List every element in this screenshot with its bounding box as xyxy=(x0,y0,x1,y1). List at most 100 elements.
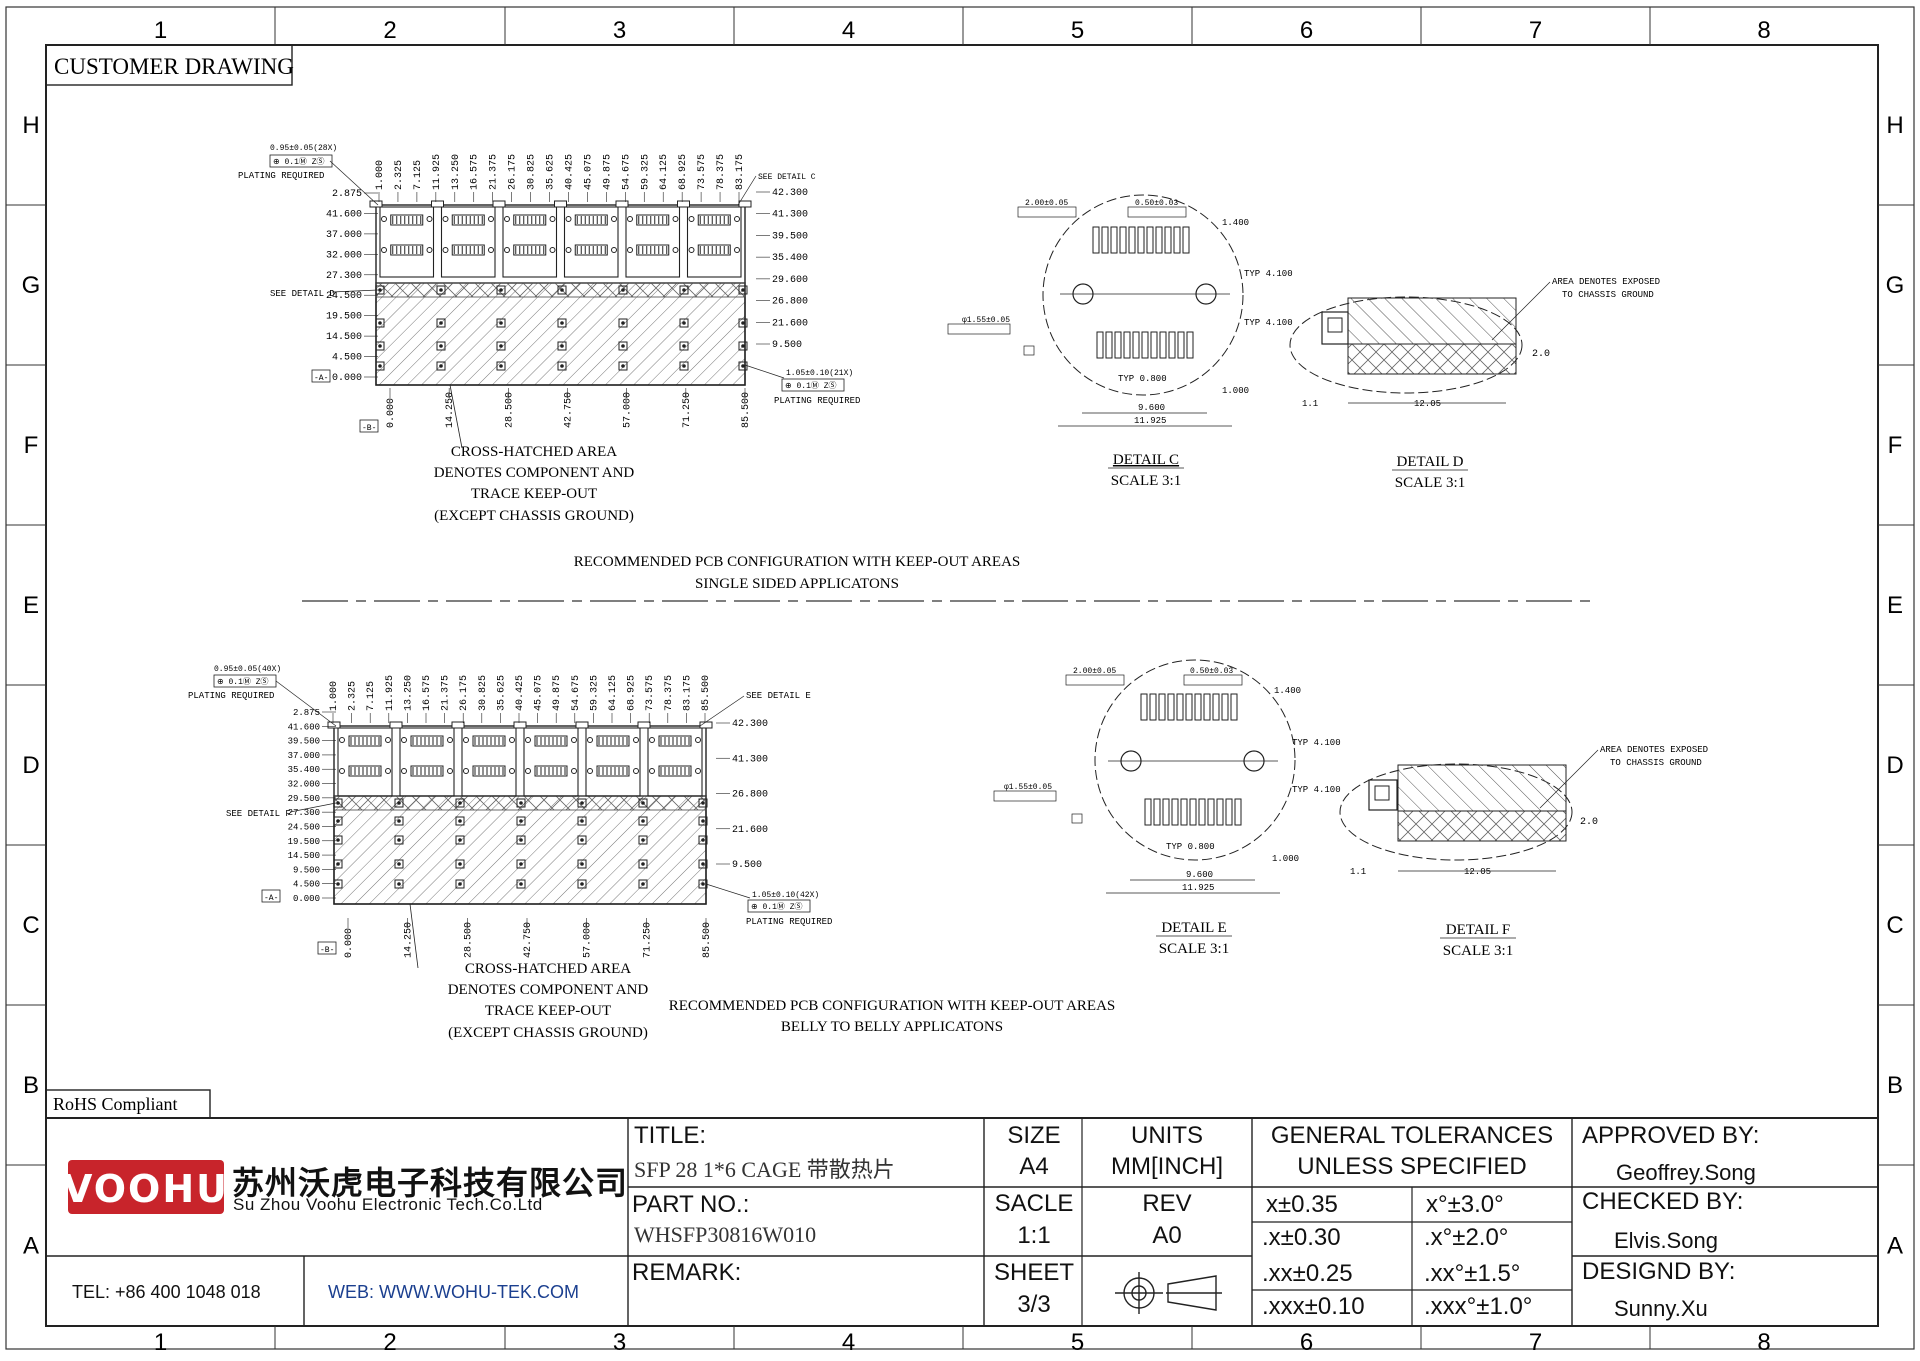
dimension-label: 85.500 xyxy=(702,922,713,958)
detail-e-title: DETAIL E xyxy=(1161,920,1226,936)
via-square xyxy=(698,835,708,845)
lower-note-1: CROSS-HATCHED AREA xyxy=(465,961,631,977)
contact-pad xyxy=(1123,331,1131,359)
contact-pad xyxy=(1141,331,1149,359)
via-square xyxy=(738,318,748,328)
pad-row xyxy=(451,214,485,226)
contact-pad xyxy=(1119,226,1127,254)
port-outline xyxy=(625,206,681,278)
via-square xyxy=(436,318,446,328)
via-dot xyxy=(560,321,564,325)
dimension-label: 42.300 xyxy=(772,188,808,199)
via-dot xyxy=(682,321,686,325)
upper-datum-a: -A- xyxy=(314,374,328,383)
via-dot xyxy=(641,882,645,886)
pin-hole xyxy=(381,216,387,222)
via-square xyxy=(394,835,404,845)
cage-tab xyxy=(492,200,506,208)
detail-e-circle xyxy=(1094,659,1296,861)
pin-hole xyxy=(488,216,494,222)
pin-hole xyxy=(525,768,531,774)
pin-hole xyxy=(385,737,391,743)
dimension-label: 41.600 xyxy=(326,209,362,220)
pad-row xyxy=(348,765,382,777)
tolerance-header-2: UNLESS SPECIFIED xyxy=(1297,1153,1527,1180)
detail-c-title: DETAIL C xyxy=(1113,452,1179,468)
pad-row xyxy=(390,214,424,226)
dimension-label: 73.575 xyxy=(697,154,708,190)
pin-hole xyxy=(442,247,449,253)
via-square xyxy=(577,816,587,826)
tol-linear-2: .xx±0.25 xyxy=(1262,1260,1353,1287)
detail-c-typ4100a: TYP 4.100 xyxy=(1244,269,1293,279)
pin-hole xyxy=(627,247,633,253)
via-square xyxy=(638,816,648,826)
via-dot xyxy=(701,862,705,866)
via-dot xyxy=(519,819,523,823)
contact-pad xyxy=(1146,226,1154,254)
tol-angle-1: .x°±2.0° xyxy=(1424,1224,1509,1251)
dimension-label: 59.325 xyxy=(589,675,600,711)
detail-f-ellipse xyxy=(1339,763,1573,861)
third-angle-projection-icon xyxy=(1115,1272,1222,1314)
upper-note-4: (EXCEPT CHASSIS GROUND) xyxy=(434,508,634,524)
via-square xyxy=(618,318,628,328)
via-dot xyxy=(741,364,745,368)
dimension-label: 39.500 xyxy=(288,737,320,747)
via-dot xyxy=(397,819,401,823)
pad-row xyxy=(697,244,731,256)
detail-f-title: DETAIL F xyxy=(1446,922,1510,938)
lower-hole-note2: 1.05±0.10(42X) xyxy=(752,891,819,900)
upper-fcf: ⊕ 0.1Ⓜ ZⓈ xyxy=(273,157,325,167)
dimension-label: 7.125 xyxy=(413,160,424,190)
via-square xyxy=(436,341,446,351)
column-label: 7 xyxy=(1529,1329,1542,1356)
row-label: C xyxy=(1886,912,1903,939)
pin-hole xyxy=(339,737,345,743)
detail-c-circle xyxy=(1042,194,1244,396)
detail-d-pad xyxy=(1321,311,1349,345)
detail-c-1400: 1.400 xyxy=(1222,218,1249,228)
dimension-label: 11.925 xyxy=(385,675,396,711)
leader xyxy=(275,680,337,727)
via-square xyxy=(394,798,404,808)
remark-label: REMARK: xyxy=(632,1259,742,1286)
fcf-box xyxy=(993,790,1057,802)
pad-row xyxy=(451,244,485,256)
via-dot xyxy=(701,882,705,886)
dimension-label: 13.250 xyxy=(451,154,462,190)
port-outline xyxy=(563,206,619,278)
port-outline xyxy=(686,206,742,278)
via-square xyxy=(679,341,689,351)
via-square xyxy=(557,285,567,295)
via-dot xyxy=(701,838,705,842)
detail-e-pitch-right: 0.50±0.03 xyxy=(1190,667,1233,676)
contact-pad xyxy=(1203,693,1211,721)
web-link[interactable]: WEB: WWW.WOHU-TEK.COM xyxy=(328,1282,579,1302)
dimension-label: 14.250 xyxy=(404,922,415,958)
pad-row xyxy=(636,214,670,226)
leader xyxy=(331,289,379,293)
via-square xyxy=(516,879,526,889)
via-square xyxy=(455,859,465,869)
via-square xyxy=(577,879,587,889)
lower-fcf: ⊕ 0.1Ⓜ ZⓈ xyxy=(217,677,269,687)
dimension-label: 42.750 xyxy=(564,392,575,428)
dimension-label: 73.575 xyxy=(645,675,656,711)
approved-value: Geoffrey.Song xyxy=(1616,1160,1756,1185)
via-dot xyxy=(519,862,523,866)
column-label: 4 xyxy=(842,17,855,44)
via-square xyxy=(638,798,648,808)
lower-datum-b-box xyxy=(317,941,337,955)
via-dot xyxy=(741,321,745,325)
pin-hole xyxy=(688,216,695,222)
detail-f-note-2: TO CHASSIS GROUND xyxy=(1610,758,1702,768)
company-cn: 苏州沃虎电子科技有限公司 xyxy=(232,1164,629,1202)
via-square xyxy=(394,879,404,889)
via-square xyxy=(333,798,343,808)
column-label: 6 xyxy=(1300,17,1313,44)
detail-f: AREA DENOTES EXPOSED TO CHASSIS GROUND 2… xyxy=(1339,745,1708,959)
contact-pad xyxy=(1144,798,1152,826)
